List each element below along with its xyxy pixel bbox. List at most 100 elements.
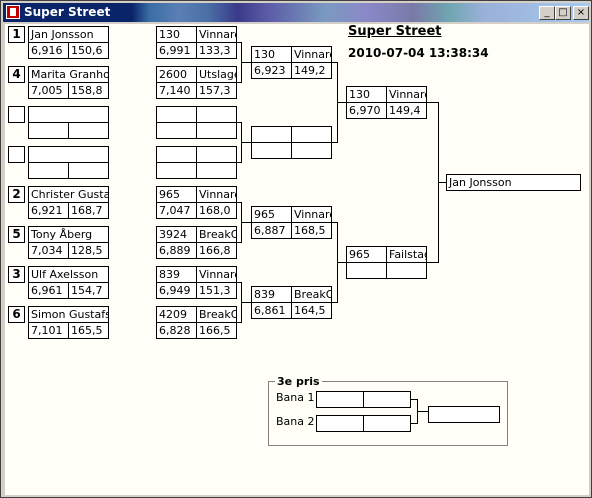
seed-number[interactable]: 5	[8, 226, 25, 243]
heat-r3-et[interactable]: 6,887	[251, 222, 292, 239]
racer-name[interactable]	[28, 106, 109, 123]
heat-r2-result[interactable]: Vinnare	[196, 266, 237, 283]
heat-r2-num[interactable]: 130	[156, 26, 197, 43]
racer-speed[interactable]: 168,7	[68, 202, 109, 219]
heat-r2-result[interactable]	[196, 146, 237, 163]
heat-r3-num[interactable]	[251, 126, 292, 143]
heat-r2-speed[interactable]	[196, 162, 237, 179]
racer-name[interactable]: Christer Gustafsson	[28, 186, 109, 203]
heat-r2-result[interactable]: BreakOut	[196, 226, 237, 243]
heat-r3-num[interactable]: 965	[251, 206, 292, 223]
heat-r2-speed[interactable]: 133,3	[196, 42, 237, 59]
event-datetime: 2010-07-04 13:38:34	[348, 46, 489, 60]
racer-reaction-time[interactable]: 7,005	[28, 82, 69, 99]
bracket-connector	[410, 423, 418, 424]
third-place-winner[interactable]	[428, 406, 500, 423]
heat-final-num[interactable]: 130	[346, 86, 387, 103]
racer-name[interactable]: Marita Granholm	[28, 66, 109, 83]
heat-r2-speed[interactable]: 166,5	[196, 322, 237, 339]
racer-name[interactable]: Simon Gustafsson	[28, 306, 109, 323]
racer-speed[interactable]: 128,5	[68, 242, 109, 259]
heat-final-speed[interactable]	[386, 262, 427, 279]
heat-r2-et[interactable]: 6,828	[156, 322, 197, 339]
heat-r3-speed[interactable]: 149,2	[291, 62, 332, 79]
racer-reaction-time[interactable]	[28, 162, 69, 179]
seed-number[interactable]: 2	[8, 186, 25, 203]
heat-r2-result[interactable]: BreakOut	[196, 306, 237, 323]
heat-r2-et[interactable]: 7,140	[156, 82, 197, 99]
heat-r2-result[interactable]: Vinnare	[196, 186, 237, 203]
heat-r2-result[interactable]	[196, 106, 237, 123]
seed-number[interactable]: 4	[8, 66, 25, 83]
racer-speed[interactable]: 150,6	[68, 42, 109, 59]
heat-r3-speed[interactable]: 168,5	[291, 222, 332, 239]
seed-number[interactable]	[8, 146, 25, 163]
racer-reaction-time[interactable]: 6,916	[28, 42, 69, 59]
seed-number[interactable]: 1	[8, 26, 25, 43]
heat-r3-num[interactable]: 130	[251, 46, 292, 63]
heat-r3-result[interactable]: Vinnare	[291, 46, 332, 63]
heat-r2-num[interactable]: 965	[156, 186, 197, 203]
racer-speed[interactable]: 165,5	[68, 322, 109, 339]
heat-final-result[interactable]: Vinnare	[386, 86, 427, 103]
racer-speed[interactable]: 158,8	[68, 82, 109, 99]
heat-r3-result[interactable]: Vinnare	[291, 206, 332, 223]
racer-name[interactable]: Jan Jonsson	[28, 26, 109, 43]
heat-r2-result[interactable]: Utslagen	[196, 66, 237, 83]
heat-r2-et[interactable]: 6,949	[156, 282, 197, 299]
racer-name[interactable]: Ulf Axelsson	[28, 266, 109, 283]
seed-number[interactable]	[8, 106, 25, 123]
heat-final-et[interactable]: 6,970	[346, 102, 387, 119]
title-bar[interactable]: Super Street _ □ ×	[3, 3, 589, 22]
heat-r2-speed[interactable]	[196, 122, 237, 139]
racer-speed[interactable]	[68, 162, 109, 179]
racer-name[interactable]: Tony Åberg	[28, 226, 109, 243]
racer-speed[interactable]	[68, 122, 109, 139]
app-icon[interactable]	[6, 5, 20, 19]
minimize-button[interactable]: _	[539, 6, 555, 20]
heat-r2-speed[interactable]: 151,3	[196, 282, 237, 299]
heat-r3-speed[interactable]	[291, 142, 332, 159]
heat-r3-result[interactable]: BreakOut	[291, 286, 332, 303]
heat-r2-num[interactable]: 4209	[156, 306, 197, 323]
seed-number[interactable]: 3	[8, 266, 25, 283]
heat-final-speed[interactable]: 149,4	[386, 102, 427, 119]
heat-r3-speed[interactable]: 164,5	[291, 302, 332, 319]
heat-r2-et[interactable]: 6,889	[156, 242, 197, 259]
heat-r2-speed[interactable]: 166,8	[196, 242, 237, 259]
heat-r2-et[interactable]: 6,991	[156, 42, 197, 59]
racer-reaction-time[interactable]	[28, 122, 69, 139]
racer-name[interactable]	[28, 146, 109, 163]
racer-reaction-time[interactable]: 6,961	[28, 282, 69, 299]
heat-final-num[interactable]: 965	[346, 246, 387, 263]
bracket-connector	[241, 222, 251, 223]
racer-speed[interactable]: 154,7	[68, 282, 109, 299]
racer-reaction-time[interactable]: 7,101	[28, 322, 69, 339]
heat-r2-num[interactable]: 3924	[156, 226, 197, 243]
heat-r3-num[interactable]: 839	[251, 286, 292, 303]
heat-final-result[interactable]: Failstage	[386, 246, 427, 263]
heat-r2-et[interactable]: 7,047	[156, 202, 197, 219]
seed-number[interactable]: 6	[8, 306, 25, 323]
heat-final-et[interactable]	[346, 262, 387, 279]
racer-reaction-time[interactable]: 6,921	[28, 202, 69, 219]
close-button[interactable]: ×	[573, 6, 589, 20]
heat-r3-result[interactable]	[291, 126, 332, 143]
heat-r2-et[interactable]	[156, 162, 197, 179]
heat-r3-et[interactable]	[251, 142, 292, 159]
bracket-connector	[236, 242, 242, 243]
winner-name[interactable]: Jan Jonsson	[446, 174, 581, 191]
heat-r2-speed[interactable]: 168,0	[196, 202, 237, 219]
heat-r3-et[interactable]: 6,923	[251, 62, 292, 79]
heat-r2-num[interactable]: 839	[156, 266, 197, 283]
racer-reaction-time[interactable]: 7,034	[28, 242, 69, 259]
heat-r2-num[interactable]	[156, 106, 197, 123]
heat-r3-et[interactable]: 6,861	[251, 302, 292, 319]
heat-r2-result[interactable]: Vinnare	[196, 26, 237, 43]
maximize-button[interactable]: □	[555, 6, 571, 20]
heat-r2-num[interactable]	[156, 146, 197, 163]
heat-r2-speed[interactable]: 157,3	[196, 82, 237, 99]
heat-r2-num[interactable]: 2600	[156, 66, 197, 83]
heat-r2-et[interactable]	[156, 122, 197, 139]
